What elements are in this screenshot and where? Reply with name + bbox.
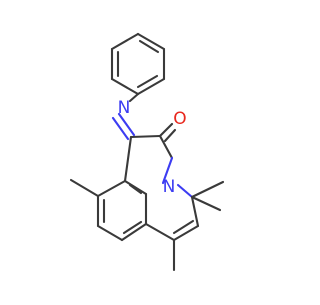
bond	[176, 183, 194, 199]
carbonyl-double-bond	[158, 122, 174, 138]
bond	[96, 179, 127, 198]
methyl-bond	[190, 195, 222, 212]
bond	[136, 32, 166, 51]
bond	[120, 222, 148, 242]
phenyl-ring	[110, 32, 166, 96]
structure-drawing: N N O	[69, 32, 225, 272]
bond	[128, 92, 140, 103]
ring-nitrogen-label: N	[163, 177, 176, 197]
dihydropyridine-ring	[144, 183, 200, 242]
fused-benzene-ring	[96, 179, 148, 242]
bond	[144, 222, 176, 242]
bond	[136, 77, 166, 96]
bond	[110, 32, 140, 51]
carbonyl-double-bond	[163, 128, 177, 143]
bond	[123, 135, 133, 183]
bond	[110, 77, 140, 96]
double-bond-inner	[138, 39, 160, 54]
bond	[172, 224, 200, 242]
bond	[190, 195, 200, 228]
bond	[96, 224, 124, 242]
molecule-diagram: N N O	[69, 32, 225, 272]
methyl-bond	[69, 178, 100, 198]
bond	[123, 179, 148, 196]
double-bond-inner	[122, 220, 143, 235]
double-bond-inner	[128, 183, 143, 195]
carbonyl-oxygen-label: O	[173, 109, 186, 129]
methyl-bond	[190, 180, 225, 199]
bond	[158, 134, 174, 160]
imine-nitrogen-label: N	[118, 98, 131, 118]
double-bond-inner	[172, 219, 195, 235]
double-bond-inner	[136, 74, 159, 89]
five-membered-ring	[123, 134, 174, 196]
imine-double-bond	[111, 116, 130, 141]
imine-double-bond	[117, 112, 136, 137]
bond	[129, 134, 162, 139]
bond	[161, 156, 174, 185]
